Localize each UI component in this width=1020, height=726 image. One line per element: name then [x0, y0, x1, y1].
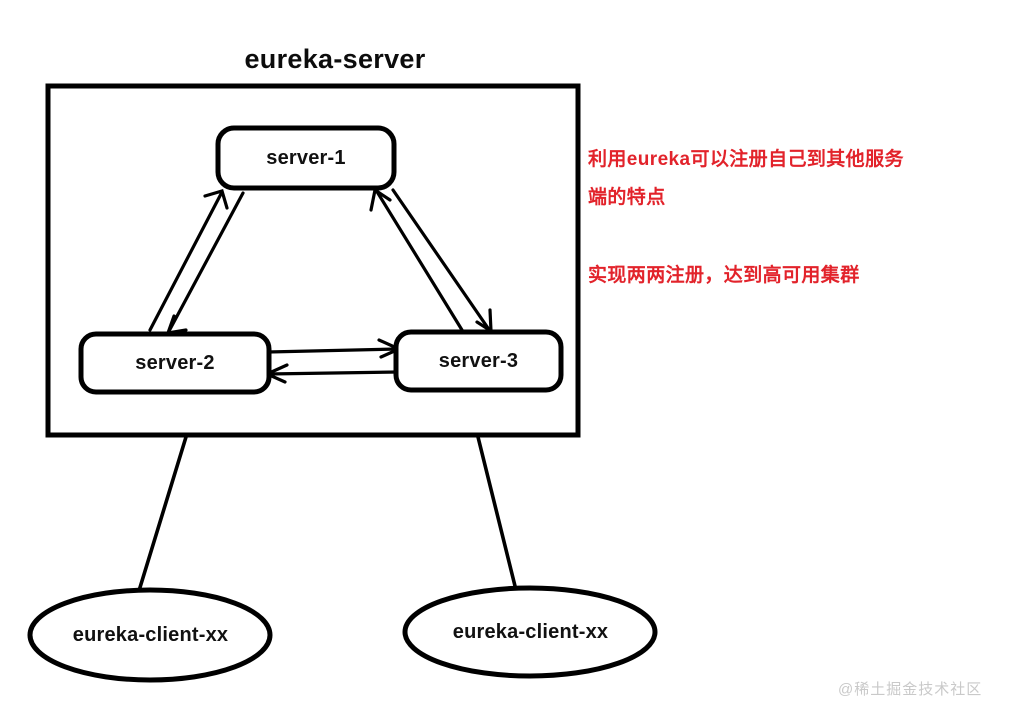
annotation-line-2: 端的特点 — [588, 187, 666, 208]
link-server1-server2 — [148, 189, 245, 336]
annotation-group-1: 利用eureka可以注册自己到其他服务 端的特点 — [588, 141, 988, 217]
link-cluster-client-left — [136, 435, 188, 596]
server-1-node[interactable] — [215, 125, 397, 191]
annotation-group-2: 实现两两注册，达到高可用集群 — [588, 257, 988, 295]
client-left-node[interactable] — [27, 587, 273, 683]
diagram-title: eureka-server — [244, 44, 426, 74]
watermark: @稀土掘金技术社区 — [838, 681, 983, 698]
annotation-line-1: 利用eureka可以注册自己到其他服务 — [588, 149, 904, 170]
server-2-node[interactable] — [78, 331, 272, 395]
annotation-line-3: 实现两两注册，达到高可用集群 — [588, 265, 860, 286]
client-right-node[interactable] — [402, 585, 658, 679]
server-3-node[interactable] — [393, 329, 564, 393]
annotation-block: 利用eureka可以注册自己到其他服务 端的特点 实现两两注册，达到高可用集群 — [588, 141, 988, 295]
link-cluster-client-right — [476, 435, 518, 592]
